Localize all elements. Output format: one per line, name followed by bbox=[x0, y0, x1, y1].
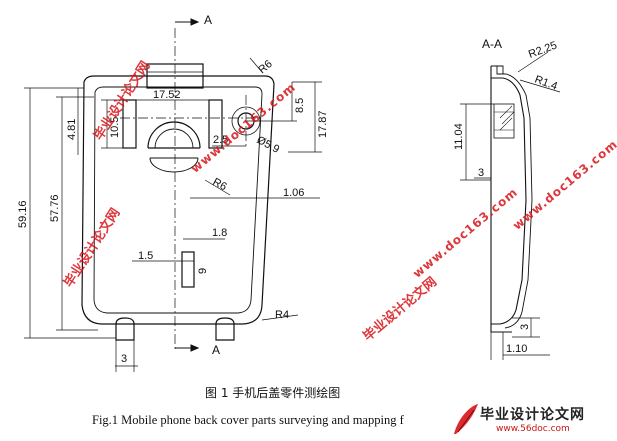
dim-notch-radius: R6 bbox=[211, 176, 229, 193]
front-inner-outline bbox=[93, 86, 263, 314]
dim-foot-height: 3 bbox=[519, 324, 531, 330]
right-slot bbox=[208, 99, 223, 149]
dim-wall: 1.06 bbox=[283, 187, 304, 199]
dim-overall-height: 59.16 bbox=[17, 200, 29, 228]
dim-corner-radius: R4 bbox=[275, 309, 289, 321]
dim-hole-offset: 8.5 bbox=[294, 98, 306, 113]
middle-slot bbox=[181, 251, 195, 288]
dim-top-drop: 4.81 bbox=[66, 119, 78, 140]
center-notch bbox=[147, 121, 201, 149]
feather-icon bbox=[454, 404, 478, 434]
section-markers bbox=[175, 18, 200, 352]
bottom-tab-left bbox=[115, 317, 135, 341]
dim-hole-height: 17.87 bbox=[317, 110, 329, 138]
front-outline bbox=[81, 75, 275, 325]
section-profile bbox=[490, 66, 527, 333]
dim-r-outer: R2.25 bbox=[527, 40, 559, 61]
logo-text: 毕业设计论文网 bbox=[480, 407, 585, 423]
section-dimension-lines bbox=[460, 51, 561, 360]
dim-tab-width: 3 bbox=[121, 353, 127, 365]
dim-slot-width: 1.5 bbox=[138, 250, 153, 262]
dim-r-inner: R1.4 bbox=[533, 74, 559, 93]
dim-inner-height: 57.76 bbox=[49, 194, 61, 222]
section-title: A-A bbox=[482, 37, 502, 51]
dim-small-gap: 1.8 bbox=[212, 227, 227, 239]
bottom-tab-right bbox=[215, 317, 235, 341]
section-marker-bottom: A bbox=[212, 343, 220, 357]
dim-hole-radius: R6 bbox=[256, 58, 274, 76]
dim-lip-height: 11.04 bbox=[453, 123, 465, 150]
front-dimension-lines bbox=[24, 57, 322, 372]
section-view bbox=[490, 65, 533, 333]
dim-slot-len: 9 bbox=[197, 268, 209, 274]
site-logo bbox=[448, 400, 616, 440]
dim-slot-height: 10.5 bbox=[109, 117, 121, 138]
dim-top-width: 17.52 bbox=[153, 89, 181, 101]
centerlines bbox=[120, 28, 262, 352]
caption-chinese: 图 1 手机后盖零件测绘图 bbox=[205, 386, 341, 400]
dim-hole-inset: 2.5 bbox=[213, 134, 228, 146]
dim-foot-width: 1.10 bbox=[506, 343, 527, 355]
section-marker-top: A bbox=[204, 13, 212, 27]
dim-lip-width: 3 bbox=[478, 167, 484, 179]
caption-english: Fig.1 Mobile phone back cover parts surv… bbox=[92, 413, 404, 427]
logo-url: www.56doc.com bbox=[496, 424, 570, 434]
